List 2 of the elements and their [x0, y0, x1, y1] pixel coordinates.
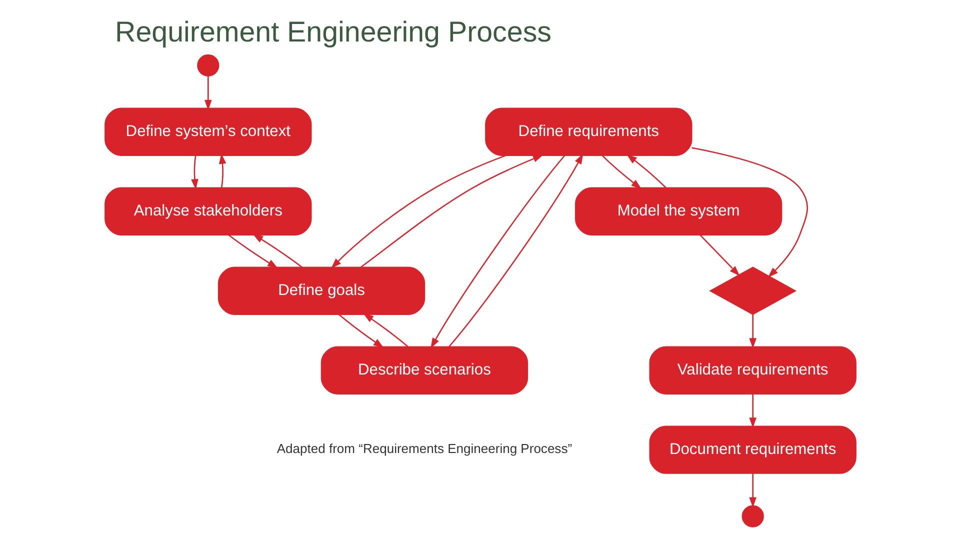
- diagram-title: Requirement Engineering Process: [114, 16, 551, 48]
- caption: Adapted from “Requirements Engineering Process”: [276, 441, 572, 456]
